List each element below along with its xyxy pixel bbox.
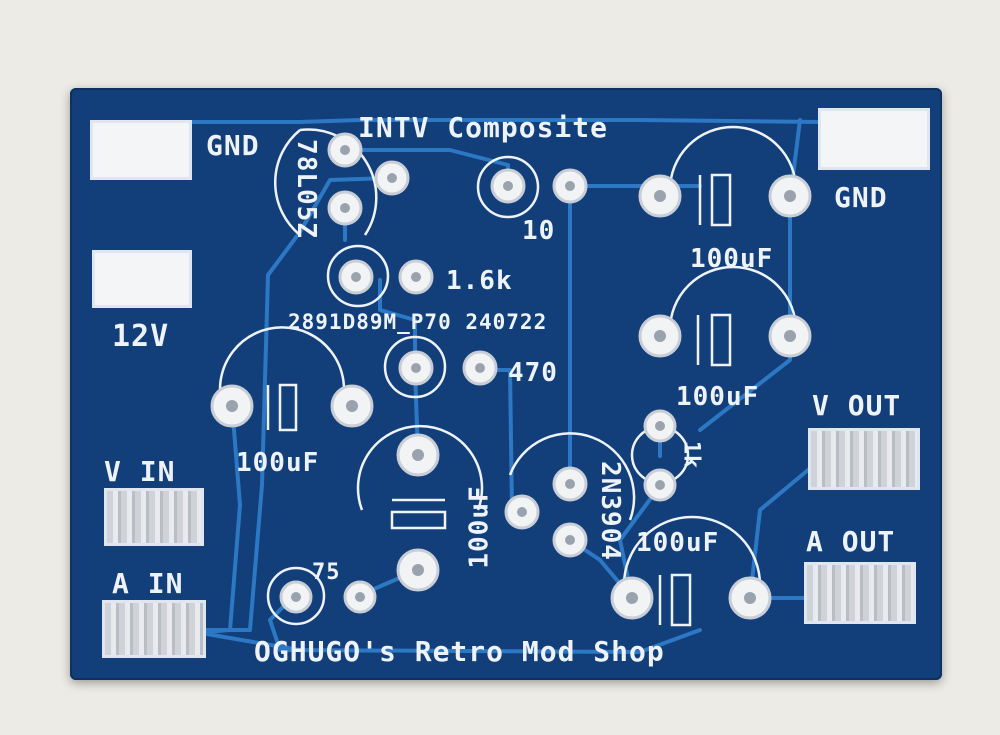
v-in-label: V IN [104,455,176,488]
v-out-label: V OUT [812,389,902,422]
c1-value: 100uF [690,244,774,274]
12v-label: 12V [112,319,170,354]
gnd-right-pad [818,108,930,170]
c3-value: 100uF [236,448,320,478]
regulator-label: 78L05Z [290,139,321,239]
c2-value: 100uF [676,382,760,412]
a-in-pad [102,600,206,658]
gnd-left-pad [90,120,192,180]
v-out-pad [808,428,920,490]
12v-pad [92,250,192,308]
c4-value: 100uF [464,485,495,569]
gnd-right-label: GND [834,181,888,214]
transistor-label: 2N3904 [594,461,625,561]
gnd-left-label: GND [206,129,260,162]
r5-value: 1k [678,440,704,470]
board-title: INTV Composite [358,111,609,144]
r3-value: 470 [508,358,558,388]
v-in-pad [104,488,204,546]
a-in-label: A IN [112,567,184,600]
part-number: 2891D89M_P70 240722 [288,310,548,334]
through-hole-pads [210,132,812,620]
silkscreen-outlines [218,125,798,627]
r4-value: 75 [312,560,341,585]
c5-value: 100uF [636,528,720,558]
a-out-pad [804,562,916,624]
r2-value: 1.6k [446,266,513,296]
r1-value: 10 [522,216,556,246]
a-out-label: A OUT [806,525,896,558]
credit-line: OGHUGO's Retro Mod Shop [254,635,665,668]
